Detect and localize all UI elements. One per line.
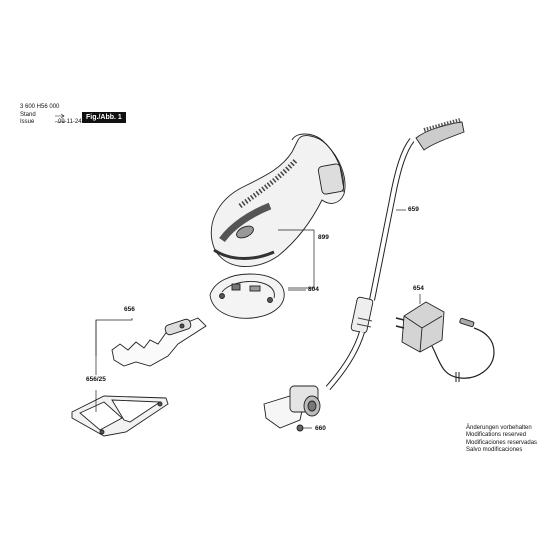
part-label-804: 804: [308, 286, 319, 293]
telescopic-handle-drawing: [325, 118, 465, 390]
issue-date: 09-11-24: [58, 119, 82, 125]
wheel-attachment-drawing: [263, 385, 321, 432]
leader-899: [278, 229, 315, 289]
part-label-659: 659: [408, 206, 419, 213]
stand-label: Stand: [20, 112, 36, 118]
part-label-656: 656: [124, 306, 135, 313]
figure-badge: Fig./Abb. 1: [82, 112, 126, 123]
header-symbols: [54, 113, 66, 123]
modification-notes: Änderungen vorbehalten Modifications res…: [466, 425, 537, 455]
part-label-660: 660: [315, 425, 326, 432]
shear-handle-drawing: [210, 133, 346, 267]
part-label-899: 899: [318, 234, 329, 241]
issue-label: Issue: [20, 119, 35, 125]
note-english: Modifications reserved: [466, 432, 527, 439]
part-label-656-25: 656/25: [86, 376, 106, 383]
charger-drawing: [395, 301, 495, 382]
note-portuguese: Salvo modificaciones: [466, 447, 523, 454]
part-label-654: 654: [413, 285, 424, 292]
blade-guard-drawing: [71, 395, 169, 437]
blade-holder-drawing: [209, 273, 285, 319]
leader-lines: [95, 209, 421, 429]
shear-blade-drawing: [111, 317, 207, 367]
note-spanish: Modificaciones reservadas: [466, 439, 538, 446]
document-number: 3 600 H56 000: [20, 104, 60, 110]
note-german: Änderungen vorbehalten: [466, 425, 532, 431]
